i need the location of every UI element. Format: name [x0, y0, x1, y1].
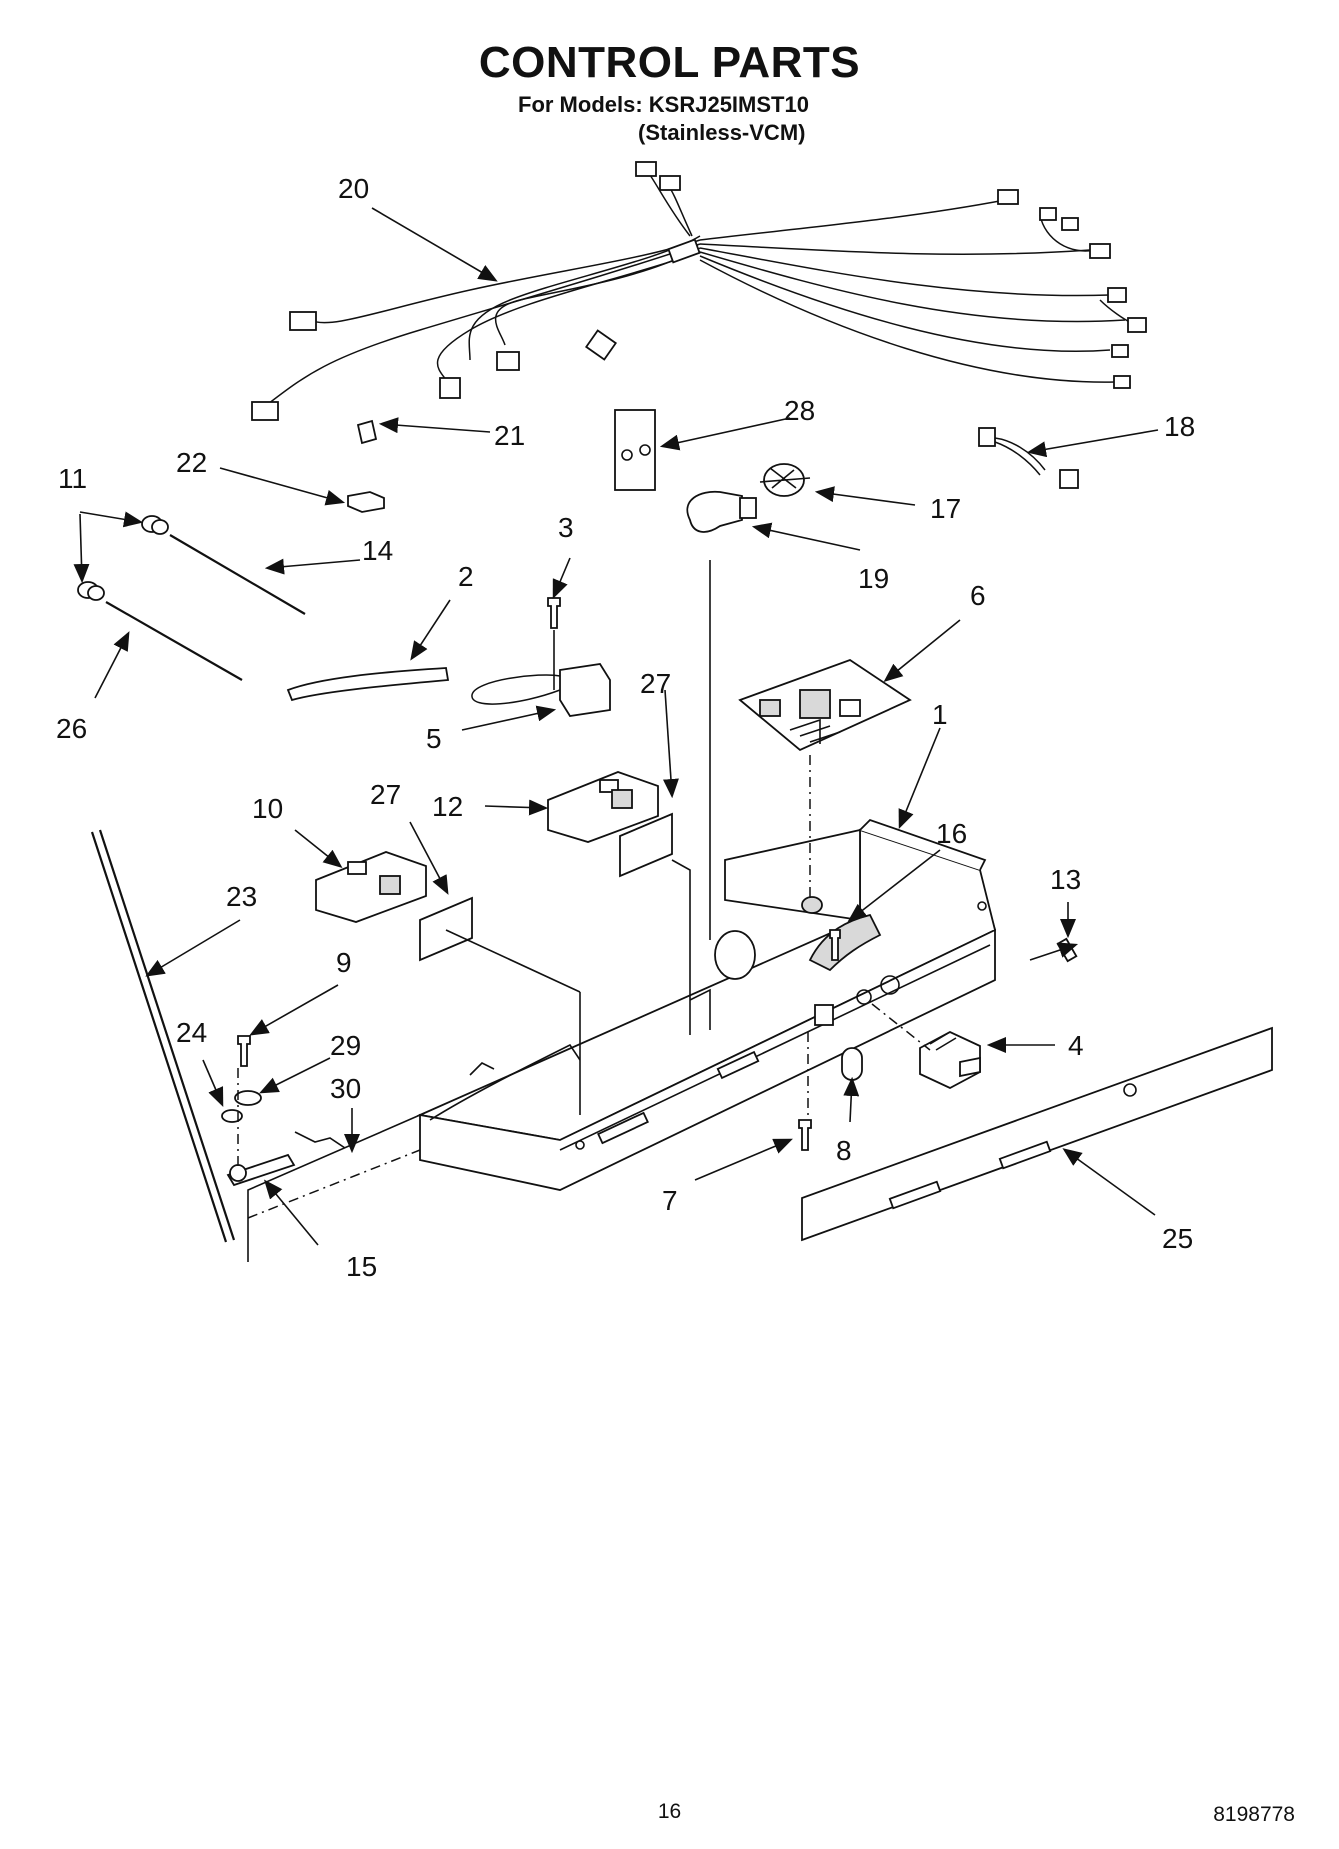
callout-12: 12: [432, 791, 463, 822]
callout-27-top: 27: [640, 668, 671, 699]
callout-17: 17: [930, 493, 961, 524]
callout-29: 29: [330, 1030, 361, 1061]
callout-11: 11: [58, 463, 87, 494]
callout-13: 13: [1050, 864, 1081, 895]
part-8: [841, 1047, 863, 1081]
leader-lines: [73, 207, 1159, 1246]
part-1-housing: [416, 818, 997, 1191]
part-28: [614, 409, 656, 491]
part-29: [234, 1090, 262, 1106]
part-7: [798, 1119, 812, 1151]
callout-26: 26: [56, 713, 87, 744]
callout-14: 14: [362, 535, 393, 566]
part-19: [686, 490, 757, 533]
callout-1: 1: [932, 699, 948, 730]
callout-21: 21: [494, 420, 525, 451]
callout-23: 23: [226, 881, 257, 912]
wire-harness: [251, 161, 1147, 421]
part-22: [347, 491, 385, 513]
callout-25: 25: [1162, 1223, 1193, 1254]
callout-16: 16: [936, 818, 967, 849]
part-9: [237, 1035, 251, 1067]
callout-9: 9: [336, 947, 352, 978]
callout-4: 4: [1068, 1030, 1084, 1061]
part-25: [801, 1026, 1273, 1242]
document-code: 8198778: [1213, 1803, 1295, 1826]
part-3-5: [471, 597, 611, 717]
callout-19: 19: [858, 563, 889, 594]
callout-8: 8: [836, 1135, 852, 1166]
callout-20: 20: [338, 173, 369, 204]
part-27b: [619, 812, 673, 878]
callout-28: 28: [784, 395, 815, 426]
callout-5: 5: [426, 723, 442, 754]
callout-24: 24: [176, 1017, 207, 1048]
callout-18: 18: [1164, 411, 1195, 442]
callout-labels: 20 21 28 18 22 11 3 14 17 19 2 6 27 1 26…: [56, 173, 1195, 1282]
callout-10: 10: [252, 793, 283, 824]
part-24: [221, 1109, 243, 1123]
callout-30: 30: [330, 1073, 361, 1104]
page-number: 16: [657, 1800, 682, 1823]
part-30: [294, 1131, 346, 1149]
page-title: CONTROL PARTS: [478, 38, 861, 87]
part-4: [919, 1030, 981, 1090]
part-12: [547, 771, 659, 843]
part-2: [286, 667, 450, 702]
part-17: [759, 463, 811, 497]
callout-7: 7: [662, 1185, 678, 1216]
part-11-14-26: [77, 515, 306, 681]
part-6: [738, 658, 912, 752]
part-16: [829, 929, 841, 961]
part-10: [315, 851, 427, 923]
callout-3: 3: [558, 512, 574, 543]
part-18: [978, 427, 1079, 489]
callout-22: 22: [176, 447, 207, 478]
variant-line: (Stainless-VCM): [638, 120, 806, 145]
part-21: [356, 419, 378, 445]
part-23: [90, 831, 228, 1243]
callout-15: 15: [346, 1251, 377, 1282]
callout-6: 6: [970, 580, 986, 611]
models-line: For Models: KSRJ25IMST10: [518, 92, 809, 117]
callout-27-left: 27: [370, 779, 401, 810]
callout-2: 2: [458, 561, 474, 592]
part-27a: [419, 896, 473, 962]
